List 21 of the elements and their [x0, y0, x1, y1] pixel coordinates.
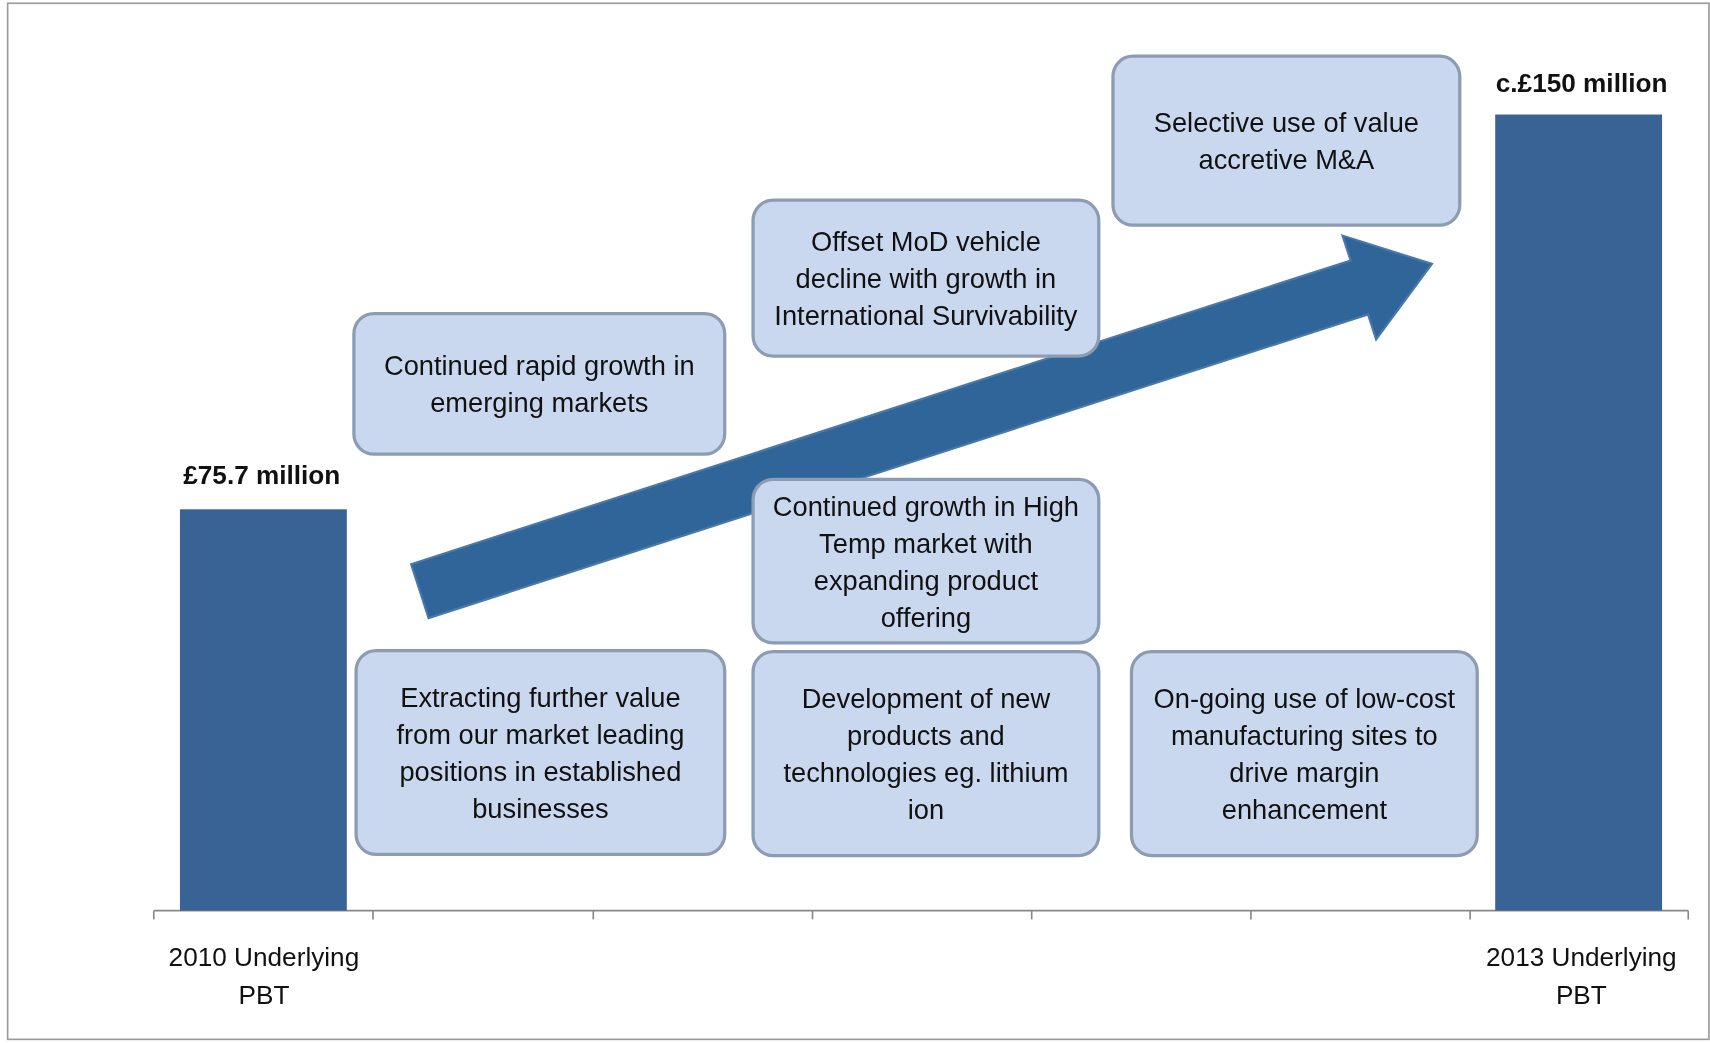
- text-box: [1129, 650, 1479, 858]
- box-text: Continued rapid growth in emerging markets: [382, 349, 696, 420]
- text-box: [354, 648, 727, 857]
- text-box: [751, 477, 1101, 645]
- box-text: Continued growth in High Temp market with expanding product offering: [771, 489, 1080, 635]
- text-box: [1111, 54, 1462, 227]
- text-box: [751, 650, 1101, 858]
- box-text: Selective use of value accretive M&A: [1152, 105, 1420, 177]
- text-box: [751, 198, 1101, 358]
- bar: [179, 509, 347, 911]
- box-text: Extracting further value from our market leading positions in established businesses: [395, 680, 686, 826]
- text-box: [352, 311, 727, 456]
- bar-value-label: £75.7 million: [183, 460, 341, 491]
- category-label: 2013 Underlying PBT: [1485, 941, 1678, 1012]
- box-text: Offset MoD vehicle decline with growth in International Survivability: [773, 224, 1079, 333]
- bar: [1495, 114, 1663, 911]
- box-text: Development of new products and technologies eg. lithium ion: [782, 681, 1070, 827]
- bar-value-label: c.£150 million: [1495, 67, 1668, 99]
- block-arrow: [409, 233, 1434, 620]
- box-text: On-going use of low-cost manufacturing sites to drive margin enhancement: [1152, 681, 1457, 827]
- category-label: 2010 Underlying PBT: [167, 941, 361, 1012]
